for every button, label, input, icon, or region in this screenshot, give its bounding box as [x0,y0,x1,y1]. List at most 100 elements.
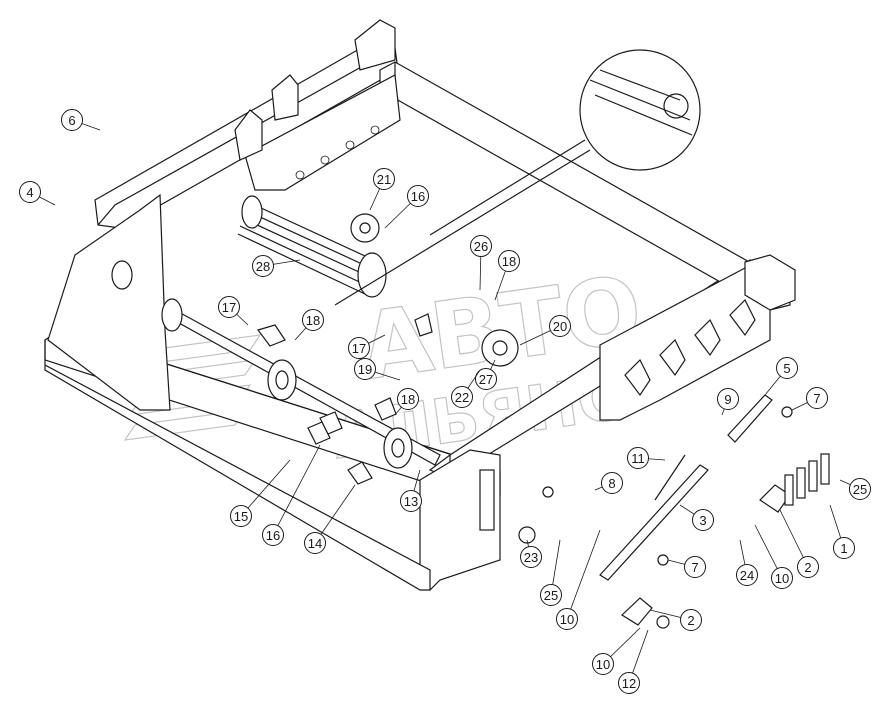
callout-circle [498,250,520,272]
callout-8: 8 [594,472,623,494]
callout-7: 7 [667,556,706,578]
shell-14 [347,461,373,485]
inner-panel [244,74,401,191]
callout-circle [520,546,542,568]
rod-11 [654,454,686,501]
callout-label: 5 [783,361,790,376]
callout-label: 24 [740,568,754,583]
callout-label: 25 [544,588,558,603]
side-slot [479,469,495,531]
callout-label: 26 [474,239,488,254]
chain-bundle [237,195,387,298]
callout-label: 13 [404,494,418,509]
callout-label: 2 [687,613,694,628]
callout-circle [776,357,798,379]
upright-mid [271,74,299,121]
bearing-2b [621,597,653,626]
callout-circle [771,567,793,589]
callout-label: 18 [401,392,415,407]
callout-28: 28 [252,255,301,277]
callout-21: 21 [369,168,395,211]
callout-circle [302,309,324,331]
callout-9: 9 [717,388,739,416]
leader-line [272,444,321,536]
callout-circle [692,509,714,531]
callout-circle [252,255,274,277]
callout-13: 13 [400,469,422,512]
callout-circle [736,564,758,586]
callout-3: 3 [679,504,714,531]
callout-circle [475,368,497,390]
callout-circle [540,584,562,606]
callout-circle [400,490,422,512]
callout-circle [407,185,429,207]
callout-label: 21 [377,172,391,187]
callout-label: 2 [804,560,811,575]
callout-7: 7 [791,387,828,411]
callout-5: 5 [764,357,798,396]
callout-26: 26 [470,235,492,291]
callout-label: 10 [775,571,789,586]
callout-18: 18 [494,250,520,301]
side-plate-hole [111,260,133,290]
callout-16: 16 [384,185,429,229]
callout-label: 1 [840,541,847,556]
callout-label: 27 [479,372,493,387]
left-side-plate [47,193,171,411]
callout-6: 6 [61,109,101,131]
shaft-assembly [161,195,519,485]
shell-17a [257,324,286,347]
callout-label: 9 [724,392,731,407]
callout-label: 28 [256,259,270,274]
leader-line [240,459,291,517]
callout-label: 4 [26,185,33,200]
callout-circle [833,537,855,559]
detail-circle [579,49,701,171]
callout-label: 25 [853,482,867,497]
callout-25: 25 [540,539,562,606]
end-box [744,254,796,311]
callout-10: 10 [754,524,793,589]
callout-circle [470,235,492,257]
upright-left [234,109,263,161]
leader-line [314,484,356,544]
upright-right [354,19,396,71]
callout-1: 1 [829,504,855,559]
callout-circle [549,315,571,337]
callout-10: 10 [592,627,641,675]
callout-circle [680,609,702,631]
washer-7a [781,406,793,418]
panel-slots [295,125,380,180]
nut-23 [518,526,536,544]
sprocket-21 [350,213,380,243]
callout-24: 24 [736,539,758,586]
callout-circle [806,387,828,409]
callout-label: 23 [524,550,538,565]
callout-circle [849,478,871,500]
hub-left [161,298,183,332]
callout-label: 17 [352,341,366,356]
callout-11: 11 [627,447,666,469]
callout-label: 10 [596,657,610,672]
callout-18: 18 [394,388,419,416]
callout-label: 10 [560,612,574,627]
callout-2: 2 [649,609,702,631]
callout-label: 12 [622,676,636,691]
callout-circle [592,653,614,675]
callout-label: 17 [222,300,236,315]
callout-circle [304,532,326,554]
leader-line [566,529,601,620]
callout-circle [373,168,395,190]
callout-label: 11 [631,451,645,466]
callout-circle [397,388,419,410]
callout-18: 18 [294,309,324,341]
callout-16: 16 [262,444,321,546]
callout-circle [262,524,284,546]
callout-12: 12 [618,629,649,694]
callout-2: 2 [779,509,819,578]
callout-10: 10 [556,529,601,630]
callout-circle [627,447,649,469]
